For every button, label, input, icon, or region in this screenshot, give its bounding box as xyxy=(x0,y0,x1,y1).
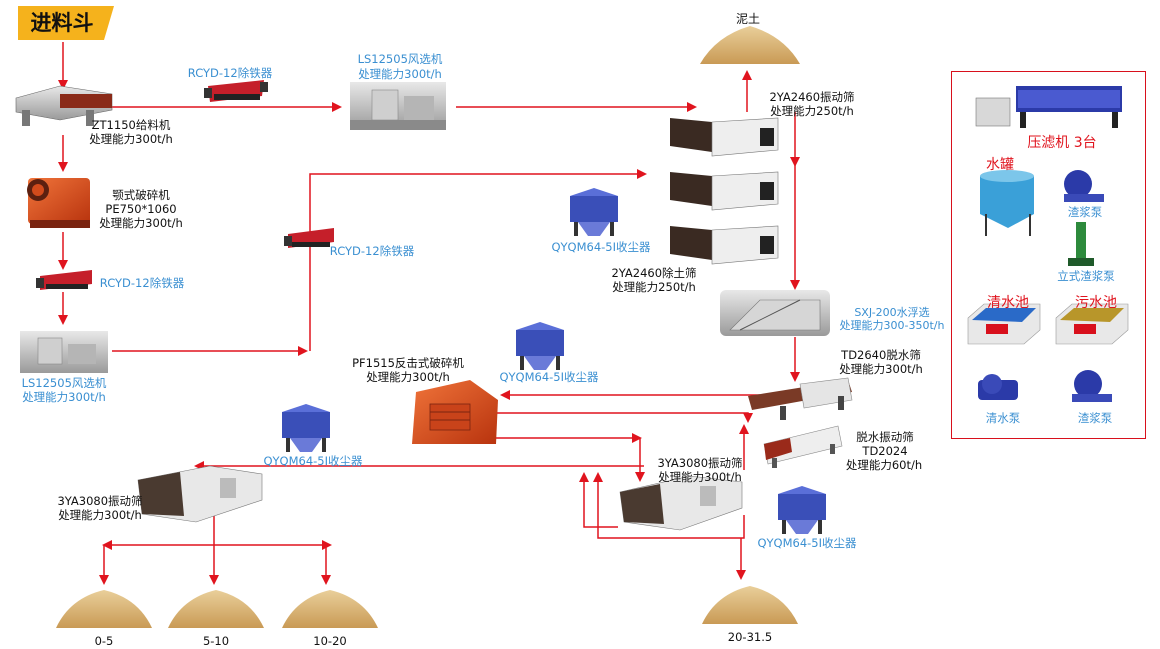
label-td2024-model: TD2024 xyxy=(862,444,908,458)
clear-pool-illustration xyxy=(967,303,1041,345)
label-ls-top-model: LS12505风选机 xyxy=(357,52,443,66)
dust-collector-d-illustration xyxy=(778,486,826,534)
label-jaw-model: PE750*1060 xyxy=(105,202,177,216)
title-badge-shape xyxy=(18,6,114,40)
label-ls-top-capacity: 处理能力300t/h xyxy=(358,67,442,81)
dirty-pool-illustration xyxy=(1055,303,1129,345)
arrow-return-to-dewater xyxy=(496,412,753,423)
label-pile-1: 0-5 xyxy=(94,634,114,648)
flow-arrows xyxy=(58,42,800,585)
dust-collector-a-illustration xyxy=(570,188,618,236)
label-pf-capacity: 处理能力300t/h xyxy=(366,370,450,384)
label-feeder-model: ZT1150给料机 xyxy=(91,118,171,132)
label-feeder-capacity: 处理能力300t/h xyxy=(89,132,173,146)
dewatering-screen-illustration xyxy=(748,377,853,420)
label-vib2460-model: 2YA2460振动筛 xyxy=(769,90,855,104)
vertical-pump-illustration xyxy=(1068,222,1094,266)
arrow-bottom-loop xyxy=(593,472,745,539)
dust-collector-c-illustration xyxy=(282,404,330,452)
label-flotation-model: SXJ-200水浮选 xyxy=(854,306,930,319)
label-rcyd-top: RCYD-12除铁器 xyxy=(187,66,273,80)
label-3ya-mid-capacity: 处理能力300t/h xyxy=(658,470,742,484)
magnet-mid-illustration xyxy=(284,228,334,248)
legend-slurry-pump-2: 渣浆泵 xyxy=(1077,411,1113,425)
sand-pile-2-illustration xyxy=(168,590,264,628)
label-td2024-name: 脱水振动筛 xyxy=(856,430,914,444)
dewatering-vibrating-screen-illustration xyxy=(763,425,843,468)
arrow-up-to-screens xyxy=(309,169,647,351)
arrow-3ya-mid-return xyxy=(579,472,618,528)
magnet-left-illustration xyxy=(36,270,92,290)
label-ls-left-model: LS12505风选机 xyxy=(21,376,107,390)
screen-3ya-left-illustration xyxy=(137,465,263,523)
legend-panel xyxy=(951,71,1146,439)
label-dust-collector-d: QYQM64-5I收尘器 xyxy=(757,536,857,550)
mud-pile-illustration xyxy=(700,26,800,64)
label-pile-3: 10-20 xyxy=(313,634,347,648)
water-tank-illustration xyxy=(980,170,1034,236)
screen-3ya-mid-illustration xyxy=(619,475,743,531)
legend-clear-pool: 清水池 xyxy=(987,295,1029,311)
clear-water-pump-illustration xyxy=(978,374,1018,400)
label-rcyd-mid: RCYD-12除铁器 xyxy=(329,244,415,258)
impact-crusher-illustration xyxy=(412,380,498,444)
flotation-machine-illustration xyxy=(720,290,830,336)
air-separator-top-illustration xyxy=(350,82,446,130)
dust-collector-b-illustration xyxy=(516,322,564,370)
label-dust-collector-a: QYQM64-5I收尘器 xyxy=(551,240,651,254)
legend-slurry-pump-1: 渣浆泵 xyxy=(1067,205,1103,219)
diagram-title: 进料斗 xyxy=(30,11,94,35)
legend-filter-press: 压滤机 3台 xyxy=(1027,135,1097,151)
filter-press-illustration xyxy=(975,86,1122,128)
magnet-top-illustration xyxy=(204,80,268,102)
sand-pile-1-illustration xyxy=(56,590,152,628)
legend-vertical-pump: 立式渣浆泵 xyxy=(1057,269,1115,283)
slurry-pump-2-illustration xyxy=(1072,370,1112,402)
label-td2640-model: TD2640脱水筛 xyxy=(841,348,921,362)
label-jaw-capacity: 处理能力300t/h xyxy=(99,216,183,230)
feeder-illustration xyxy=(15,85,113,126)
label-3ya-mid-model: 3YA3080振动筛 xyxy=(657,456,743,470)
label-dedust-capacity: 处理能力250t/h xyxy=(612,280,696,294)
label-td2640-capacity: 处理能力300t/h xyxy=(839,362,923,376)
sand-pile-3-illustration xyxy=(282,590,378,628)
slurry-pump-1-illustration xyxy=(1064,170,1104,202)
legend-water-tank: 水罐 xyxy=(986,157,1014,173)
label-dedust-model: 2YA2460除土筛 xyxy=(611,266,697,280)
label-rcyd-left: RCYD-12除铁器 xyxy=(99,276,185,290)
label-pile-4: 20-31.5 xyxy=(727,630,773,644)
legend-dirty-pool: 污水池 xyxy=(1075,295,1117,311)
sand-pile-4-illustration xyxy=(702,586,798,624)
label-ls-left-capacity: 处理能力300t/h xyxy=(22,390,106,404)
label-3ya-left-model: 3YA3080振动筛 xyxy=(57,494,143,508)
label-flotation-capacity: 处理能力300-350t/h xyxy=(839,319,945,332)
label-mud: 泥土 xyxy=(735,12,760,26)
label-dust-collector-c: QYQM64-5I收尘器 xyxy=(263,454,363,468)
label-td2024-capacity: 处理能力60t/h xyxy=(845,458,923,472)
label-jaw-name: 颚式破碎机 xyxy=(112,188,170,202)
legend-clear-pump: 清水泵 xyxy=(985,411,1021,425)
label-dust-collector-b: QYQM64-5I收尘器 xyxy=(499,370,599,384)
label-vib2460-capacity: 处理能力250t/h xyxy=(770,104,854,118)
label-3ya-left-capacity: 处理能力300t/h xyxy=(58,508,142,522)
label-pile-2: 5-10 xyxy=(202,634,230,648)
jaw-crusher-illustration xyxy=(27,178,90,228)
air-separator-left-illustration xyxy=(20,331,108,373)
label-pf-model: PF1515反击式破碎机 xyxy=(352,356,464,370)
vibrating-screens-stack-illustration xyxy=(670,117,779,265)
